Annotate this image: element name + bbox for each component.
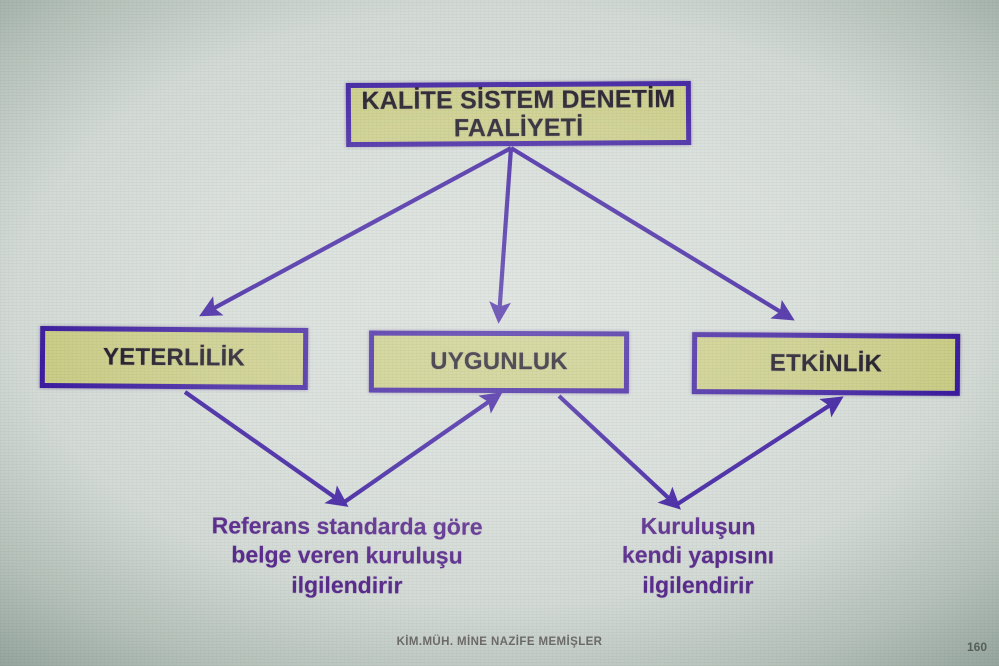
node-kalite-sistem-denetim-faaliyeti: KALİTE SİSTEM DENETİM FAALİYETİ xyxy=(345,80,692,148)
caption-line3: ilgilendirir xyxy=(291,571,403,599)
caption-referans-standarda-gore: Referans standarda göre belge veren kuru… xyxy=(172,511,522,601)
caption-line2: belge veren kuruluşu xyxy=(231,541,463,570)
arrow-root-to-etkinlik xyxy=(509,146,795,321)
node-label: YETERLİLİK xyxy=(102,343,246,372)
caption-line3: ilgilendirir xyxy=(642,571,754,599)
node-label: ETKİNLİK xyxy=(769,349,883,377)
arrow-root-to-uygunluk xyxy=(489,147,514,324)
arrow-root-to-yeterlilik xyxy=(199,146,512,317)
node-uygunluk: UYGUNLUK xyxy=(368,330,630,394)
node-etkinlik: ETKİNLİK xyxy=(691,332,961,396)
page-number: 160 xyxy=(966,640,987,654)
node-label: KALİTE SİSTEM DENETİM FAALİYETİ xyxy=(361,85,675,143)
caption-kurulusun-kendi-yapisini: Kuruluşun kendi yapısını ilgilendirir xyxy=(578,511,818,601)
arrow-caption-left-to-uygunluk xyxy=(341,392,503,505)
node-label-line2: FAALİYETİ xyxy=(453,113,584,143)
node-label: UYGUNLUK xyxy=(430,347,568,375)
caption-line2: kendi yapısını xyxy=(621,542,775,569)
node-yeterlilik: YETERLİLİK xyxy=(39,325,309,391)
arrow-uygunluk-to-caption-right xyxy=(557,394,681,510)
caption-line1: Kuruluşun xyxy=(640,512,756,540)
footer-author: KİM.MÜH. MİNE NAZİFE MEMİŞLER xyxy=(396,636,603,648)
caption-line1: Referans standarda göre xyxy=(211,512,483,540)
node-label-line1: KALİTE SİSTEM DENETİM xyxy=(361,85,676,115)
arrow-yeterlilik-to-caption-left xyxy=(183,390,349,507)
arrow-caption-right-to-etkinlik xyxy=(674,396,844,507)
